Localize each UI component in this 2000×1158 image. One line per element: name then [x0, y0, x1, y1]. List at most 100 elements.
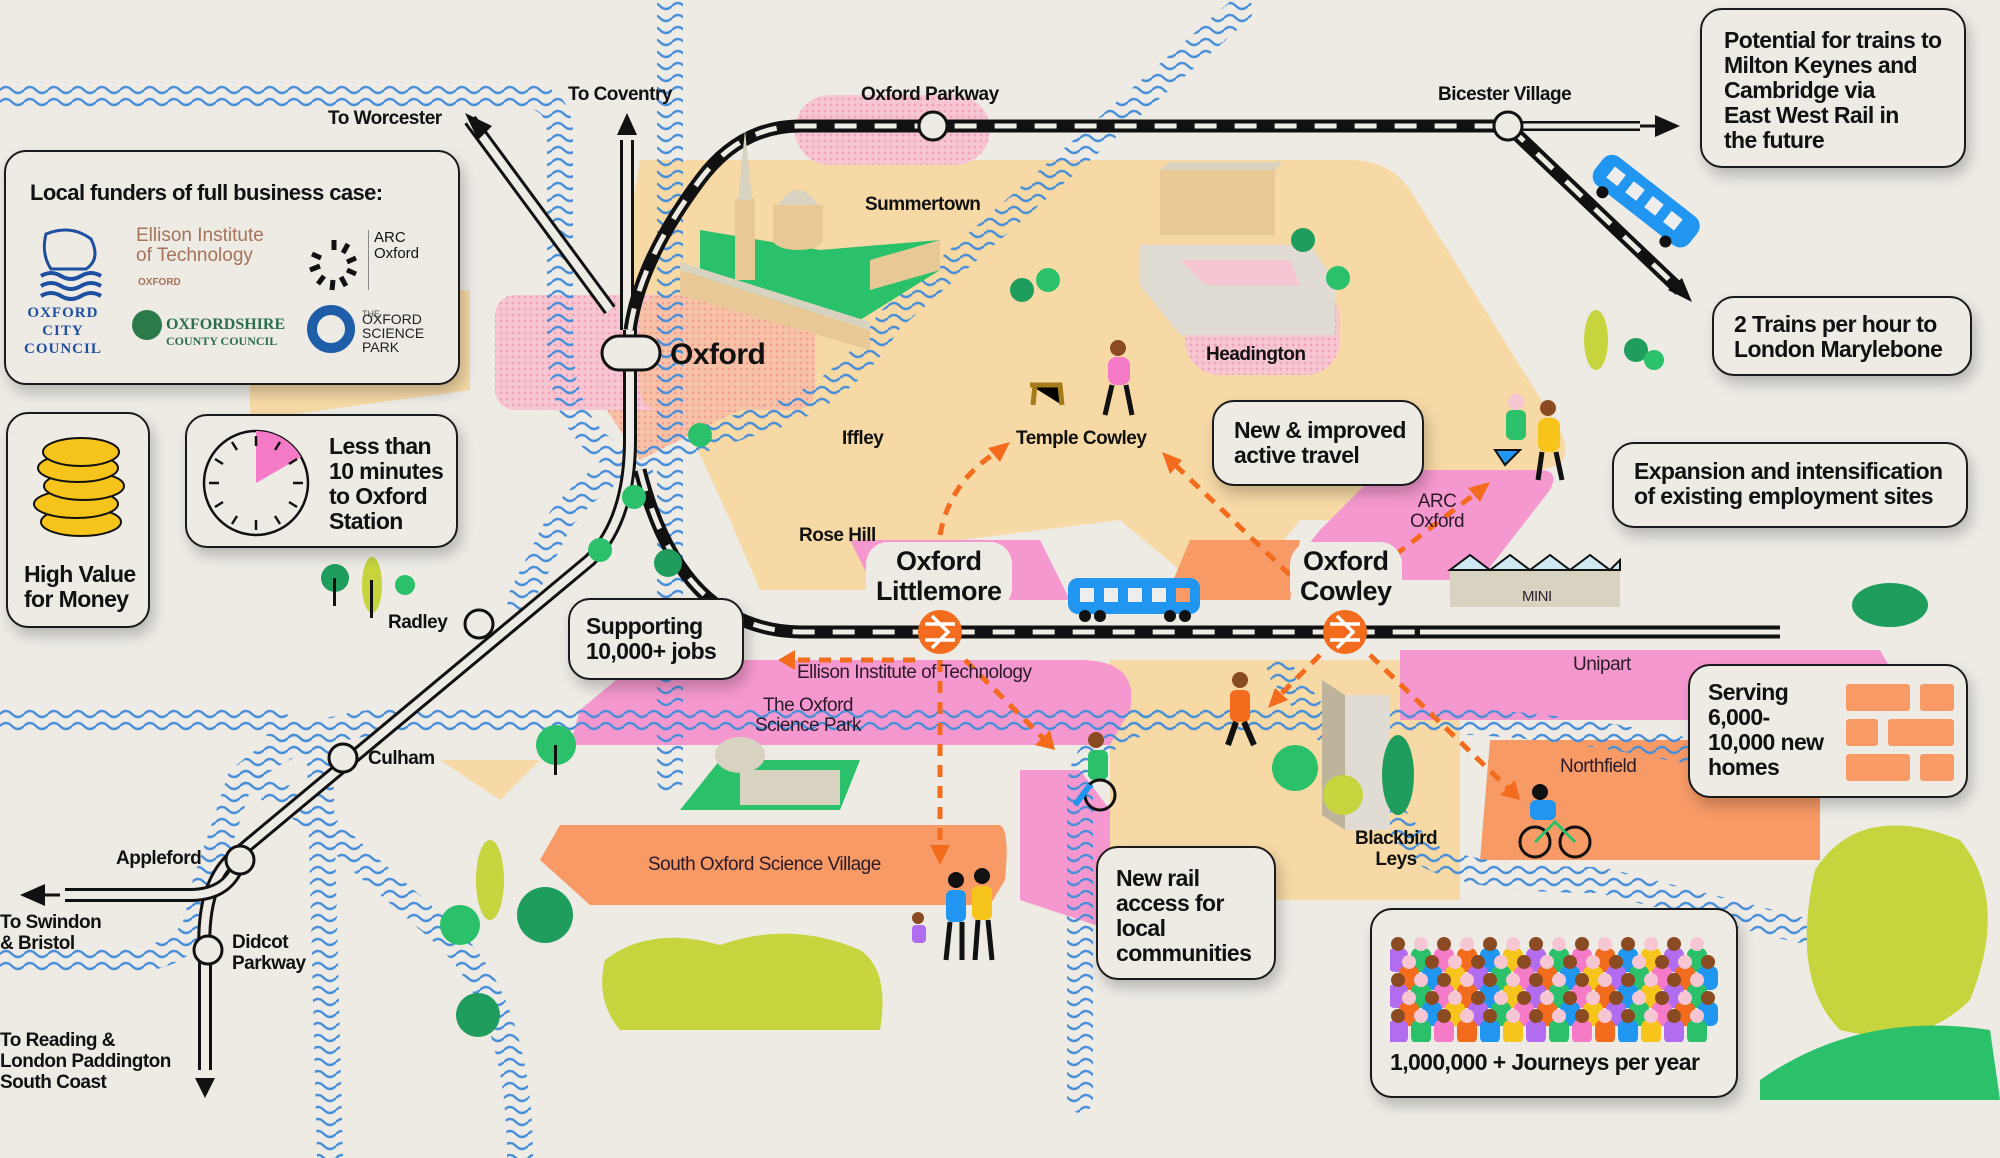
- crowd-person: [1687, 937, 1707, 972]
- oxford-city-council-logo: OXFORD CITY COUNCIL: [24, 305, 102, 357]
- crowd-person: [1595, 973, 1615, 1008]
- crowd-person: [1572, 1009, 1592, 1042]
- station-label-oxford: Oxford: [670, 338, 766, 371]
- crowd-person: [1457, 937, 1477, 972]
- crowd-person: [1399, 955, 1419, 990]
- arc-oxford-logo-icon: [309, 240, 358, 291]
- national-rail-icon-cowley: [1323, 610, 1367, 654]
- jobs-text: Supporting 10,000+ jobs: [586, 613, 717, 664]
- crowd-person: [1526, 973, 1546, 1008]
- crowd-person: [1480, 1009, 1500, 1042]
- active-travel-card: New & improved active travel: [1212, 400, 1424, 486]
- crowd-person: [1503, 973, 1523, 1008]
- station-label-oxford-cowley: Oxford Cowley: [1290, 542, 1402, 610]
- person-walking-icon: [1225, 672, 1257, 747]
- osp-logo-the: THE: [362, 309, 380, 319]
- crowd-person: [1675, 991, 1695, 1026]
- destination-label-reading: To Reading & London Paddington South Coa…: [0, 1030, 171, 1093]
- crowd-person: [1526, 937, 1546, 972]
- headington-buildings-illustration: [1140, 162, 1335, 335]
- crowd-person: [1503, 937, 1523, 972]
- crowd-person: [1664, 1009, 1684, 1042]
- station-label-didcot-parkway: Didcot Parkway: [232, 932, 306, 974]
- active-travel-arrows: [790, 447, 1512, 850]
- station-marker-radley: [463, 608, 495, 640]
- crowd-person: [1434, 937, 1454, 972]
- area-label-headington: Headington: [1206, 344, 1306, 365]
- crowd-person: [1560, 991, 1580, 1026]
- journeys-text: 1,000,000 + Journeys per year: [1390, 1049, 1700, 1075]
- ellison-logo-line2: of Technology: [136, 245, 253, 266]
- employment-sites-text: Expansion and intensification of existin…: [1634, 458, 1943, 509]
- station-label-oxford-littlemore: Oxford Littlemore: [866, 542, 1012, 610]
- station-label-oxford-parkway: Oxford Parkway: [861, 84, 999, 105]
- crowd-person: [1618, 1009, 1638, 1042]
- travel-time-text: Less than 10 minutes to Oxford Station: [329, 433, 444, 534]
- science-village-dome-illustration: [715, 737, 765, 773]
- station-label-radley: Radley: [388, 612, 448, 633]
- oxfordshire-logo-line2: COUNTY COUNCIL: [166, 334, 278, 348]
- oxfordshire-logo-line1: OXFORDSHIRE: [166, 316, 286, 333]
- crowd-person: [1595, 937, 1615, 972]
- crowd-person: [1641, 937, 1661, 972]
- station-label-culham: Culham: [368, 748, 435, 769]
- oxford-university-buildings-illustration: [680, 130, 940, 350]
- crowd-person: [1411, 1009, 1431, 1042]
- crowd-person: [1537, 955, 1557, 990]
- crowd-person: [1503, 1009, 1523, 1042]
- crowd-person: [1457, 1009, 1477, 1042]
- crowd-person: [1664, 937, 1684, 972]
- new-homes-text: Serving 6,000- 10,000 new homes: [1708, 679, 1824, 780]
- crowd-person: [1618, 973, 1638, 1008]
- bricks-icon: [1846, 684, 1954, 781]
- arrow-reading-icon: [195, 1078, 215, 1098]
- crowd-person: [1652, 955, 1672, 990]
- crowd-person: [1583, 955, 1603, 990]
- ellison-logo-sub: OXFORD: [138, 277, 181, 288]
- trees: [321, 228, 2000, 1100]
- destination-label-coventry: To Coventry: [568, 84, 672, 105]
- crowd-person: [1526, 1009, 1546, 1042]
- parent-with-pram-icon: [1493, 394, 1565, 481]
- active-travel-arrowheads: [778, 442, 1520, 865]
- crowd-person: [1411, 973, 1431, 1008]
- crowd-person: [1445, 955, 1465, 990]
- crowd-person: [1411, 937, 1431, 972]
- crowd-person: [1664, 973, 1684, 1008]
- rail-access-text: New rail access for local communities: [1116, 865, 1252, 966]
- crowd-person: [1537, 991, 1557, 1026]
- crowd-person: [1491, 991, 1511, 1026]
- crowd-person: [1560, 955, 1580, 990]
- crowd-person: [1491, 955, 1511, 990]
- people-illustrations: [912, 340, 1592, 961]
- arrow-marylebone-icon: [1668, 278, 1692, 302]
- oxfordshire-crest-icon: [132, 310, 162, 340]
- crowd-person: [1468, 955, 1488, 990]
- crowd-person: [1687, 973, 1707, 1008]
- crowd-person: [1698, 955, 1718, 990]
- station-marker-oxford: [600, 334, 662, 372]
- employment-sites-card: Expansion and intensification of existin…: [1612, 442, 1968, 528]
- coins-icon: [33, 437, 125, 537]
- rail-lines: [65, 115, 1780, 1070]
- clock-icon: [202, 429, 310, 537]
- active-travel-text: New & improved active travel: [1234, 417, 1406, 468]
- new-homes-card: Serving 6,000- 10,000 new homes: [1688, 664, 1968, 798]
- crowd-person: [1468, 991, 1488, 1026]
- crowd-person: [1652, 991, 1672, 1026]
- crowd-person: [1675, 955, 1695, 990]
- crowd-person: [1687, 1009, 1707, 1042]
- crowd-person: [1422, 955, 1442, 990]
- oxford-science-park-ring-icon: [307, 305, 355, 353]
- train-icon-ewr: [1592, 154, 1700, 248]
- crowd-person: [1434, 1009, 1454, 1042]
- national-rail-icon-littlemore: [918, 610, 962, 654]
- arrow-worcester-icon: [465, 113, 492, 140]
- crowd-person: [1445, 991, 1465, 1026]
- crowd-person: [1549, 1009, 1569, 1042]
- crowd-person: [1572, 937, 1592, 972]
- osp-logo: OXFORD SCIENCE PARK: [362, 311, 425, 355]
- destination-arrows: [20, 113, 1692, 1098]
- crowd-person: [1618, 937, 1638, 972]
- station-label-bicester-village: Bicester Village: [1438, 84, 1572, 105]
